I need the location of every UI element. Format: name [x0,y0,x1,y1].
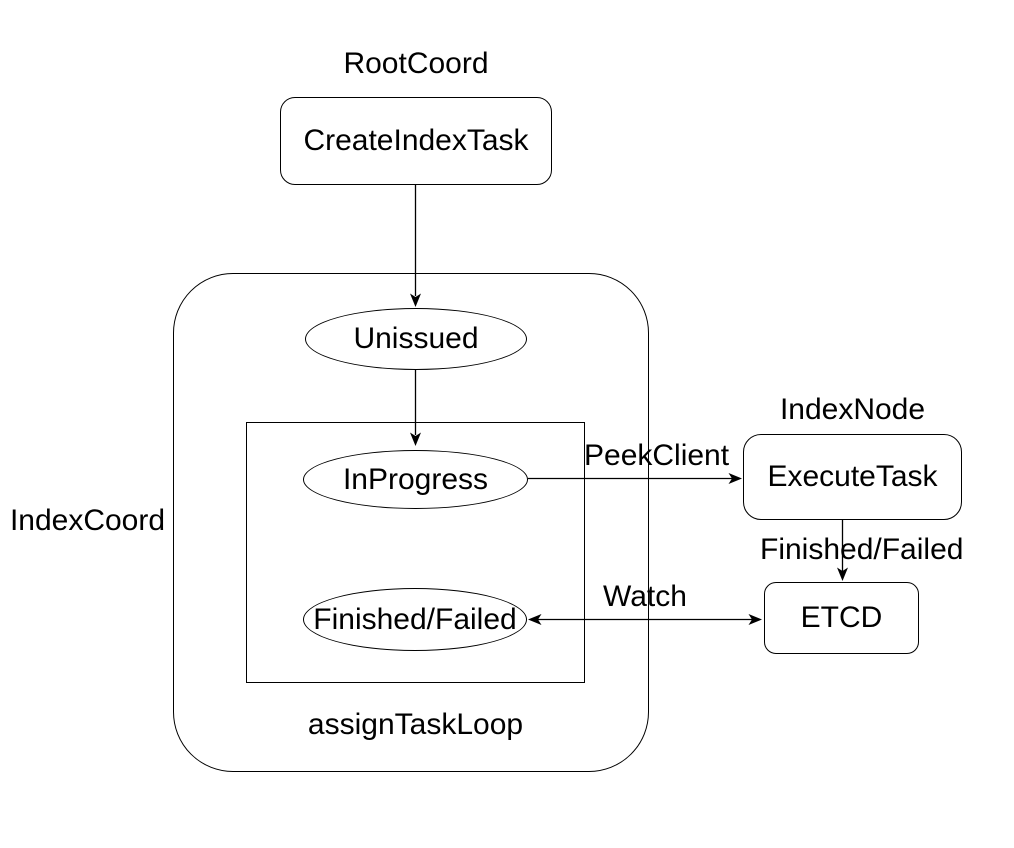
create-index-task-label: CreateIndexTask [303,124,529,157]
indexcoord-container [173,273,649,772]
watch-edge-label: Watch [603,580,687,613]
finished-failed-state-label: Finished/Failed [313,602,517,636]
etcd-node: ETCD [764,582,919,654]
unissued-label: Unissued [353,322,479,355]
rootcoord-group-label: RootCoord [343,47,489,80]
finished-failed-state: Finished/Failed [303,588,527,651]
indexcoord-group-label: IndexCoord [9,504,166,537]
finished-failed-edge-label: Finished/Failed [760,533,964,566]
execute-task-label: ExecuteTask [767,460,938,493]
arrowhead-executetask [728,473,742,484]
arrowhead-etcd-top [837,567,848,581]
indexnode-group-label: IndexNode [779,393,926,426]
in-progress-label: InProgress [342,462,489,496]
etcd-label: ETCD [800,601,883,634]
in-progress-state: InProgress [303,450,528,509]
assign-task-loop-label: assignTaskLoop [307,708,524,741]
execute-task-node: ExecuteTask [743,434,962,520]
arrowhead-watch-right [748,614,762,625]
peekclient-edge-label: PeekClient [584,439,730,472]
unissued-state: Unissued [305,308,527,370]
create-index-task-node: CreateIndexTask [280,97,552,185]
